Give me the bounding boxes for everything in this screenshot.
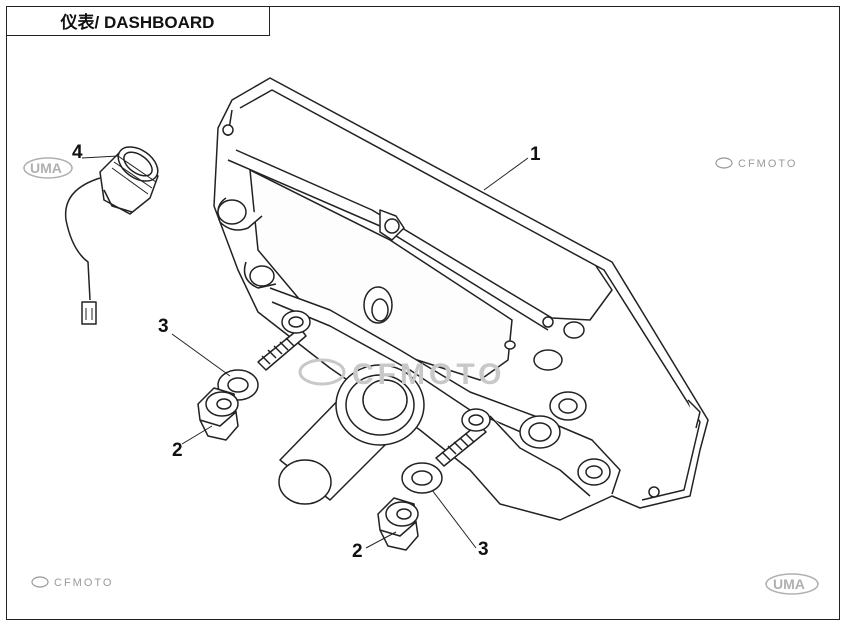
callout-3-lower: 3	[478, 539, 489, 560]
svg-text:CFMOTO: CFMOTO	[352, 358, 505, 391]
uma-logo-bottomright: UMA	[765, 573, 819, 595]
drawing-frame	[6, 6, 840, 620]
callout-2-lower: 2	[352, 541, 363, 562]
nut-lower[interactable]	[377, 497, 419, 551]
page-title: 仪表/ DASHBOARD	[6, 6, 270, 36]
callout-4: 4	[72, 142, 83, 163]
cfmoto-logo-topright: CFMOTO	[715, 157, 797, 170]
uma-logo-topleft: UMA	[23, 157, 73, 179]
center-boss	[278, 364, 425, 505]
svg-text:CFMOTO: CFMOTO	[738, 158, 797, 170]
callout-3-upper: 3	[158, 316, 169, 337]
cfmoto-logo-center: CFMOTO	[298, 358, 505, 391]
stud-upper	[257, 310, 311, 371]
svg-text:UMA: UMA	[773, 576, 805, 592]
cfmoto-logo-bottomleft: CFMOTO	[31, 576, 113, 589]
nut-upper[interactable]	[197, 387, 239, 441]
leader-lines	[81, 155, 529, 549]
connector-harness[interactable]	[64, 140, 164, 325]
svg-text:UMA: UMA	[30, 160, 62, 176]
stud-lower	[435, 408, 491, 467]
callout-1: 1	[530, 144, 541, 165]
callout-2-upper: 2	[172, 440, 183, 461]
svg-text:CFMOTO: CFMOTO	[54, 577, 113, 589]
washer-lower[interactable]	[401, 462, 443, 494]
